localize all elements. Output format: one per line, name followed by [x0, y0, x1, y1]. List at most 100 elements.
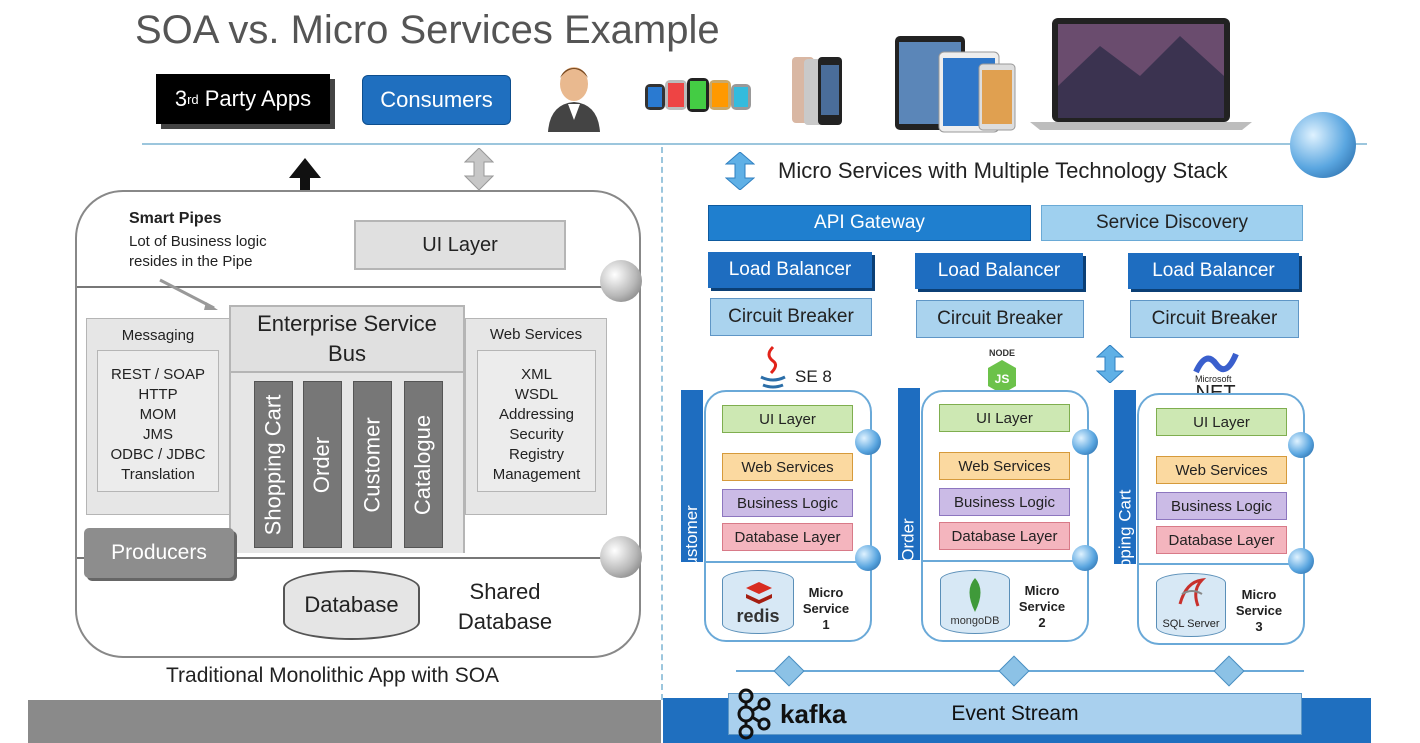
micro-label-line: Micro — [808, 585, 844, 600]
smartphones-icon — [790, 55, 846, 127]
service1-database-layer: Database Layer — [722, 523, 853, 551]
bottom-gray-band — [28, 700, 661, 743]
mongodb-leaf-icon — [964, 578, 986, 612]
soa-ui-layer: UI Layer — [354, 220, 566, 270]
third-party-label: Party Apps — [198, 86, 312, 111]
redis-logo-icon — [744, 582, 774, 610]
micro-label-line: 1 — [822, 617, 830, 632]
nodejs-logo-text: NODE — [989, 348, 1015, 358]
top-divider — [142, 143, 1367, 145]
module-label: Shopping Cart — [260, 394, 286, 535]
dotnet-logo-icon — [1190, 350, 1242, 376]
globe-icon — [1072, 429, 1098, 455]
globe-icon — [855, 545, 881, 571]
event-stream-box: Event Stream — [728, 693, 1302, 735]
messaging-title: Messaging — [121, 327, 195, 344]
web-services-title: Web Services — [489, 326, 583, 343]
module-order: Order — [303, 381, 342, 548]
service2-database-layer: Database Layer — [939, 522, 1070, 550]
connector-diamond — [998, 655, 1030, 687]
micro-label-line: Service — [802, 601, 850, 616]
event-stream-label: Event Stream — [951, 702, 1079, 725]
blue-double-arrow-icon-2 — [1095, 344, 1125, 384]
soa-lower-divider — [77, 557, 639, 559]
micro-service-label-1: Micro Service 1 — [798, 585, 854, 633]
service3-business-logic: Business Logic — [1156, 492, 1287, 520]
sqlserver-logo-icon — [1176, 577, 1207, 608]
web-services-item: Addressing — [498, 406, 575, 423]
pointer-arrow-icon — [158, 278, 222, 314]
shared-db-line1: Shared — [469, 579, 541, 604]
svg-text:JS: JS — [995, 372, 1010, 386]
service-side-2: Order — [898, 388, 920, 562]
globe-icon — [1072, 545, 1098, 571]
service3-ui-layer: UI Layer — [1156, 408, 1287, 436]
shared-db-line2: Database — [457, 609, 553, 634]
web-services-item: Registry — [508, 446, 564, 463]
api-gateway: API Gateway — [708, 205, 1031, 241]
service-side-1: Customer — [681, 390, 703, 579]
globe-icon — [1290, 112, 1356, 178]
service1-business-logic: Business Logic — [722, 489, 853, 517]
soa-upper-divider — [77, 286, 639, 288]
third-party-number: 3 — [174, 86, 188, 111]
service1-divider — [706, 561, 870, 563]
kafka-label: kafka — [780, 699, 847, 729]
messaging-item: JMS — [143, 426, 173, 443]
gray-globe-icon — [600, 260, 642, 302]
globe-icon — [1288, 432, 1314, 458]
tablets-icon — [893, 34, 1018, 134]
micro-label-line: 3 — [1255, 619, 1263, 634]
soa-caption: Traditional Monolithic App with SOA — [166, 664, 500, 687]
micro-service-label-3: Micro Service 3 — [1231, 587, 1287, 635]
messaging-item: Translation — [121, 466, 195, 483]
web-services-list: XML WSDL Addressing Security Registry Ma… — [477, 350, 596, 492]
connector-diamond — [1213, 655, 1245, 687]
connector-diamond — [773, 655, 805, 687]
service3-divider — [1139, 563, 1303, 565]
service1-web-services: Web Services — [722, 453, 853, 481]
service3-database-layer: Database Layer — [1156, 526, 1287, 554]
circuit-breaker-3: Circuit Breaker — [1130, 300, 1299, 338]
module-catalogue: Catalogue — [404, 381, 443, 548]
service3-web-services: Web Services — [1156, 456, 1287, 484]
web-services-item: WSDL — [514, 386, 559, 403]
micro-label-line: 2 — [1038, 615, 1046, 630]
service-side-label: Customer — [682, 505, 701, 579]
java-logo-icon — [755, 345, 791, 395]
service2-ui-layer: UI Layer — [939, 404, 1070, 432]
service2-business-logic: Business Logic — [939, 488, 1070, 516]
blue-double-arrow-icon — [724, 151, 756, 191]
person-icon — [544, 60, 604, 132]
smart-pipes-title: Smart Pipes — [129, 210, 222, 227]
module-shopping-cart: Shopping Cart — [254, 381, 293, 548]
module-label: Order — [309, 436, 335, 493]
messaging-item: REST / SOAP — [111, 366, 205, 383]
nodejs-logo-icon: NODE JS — [985, 348, 1019, 396]
service1-ui-layer: UI Layer — [722, 405, 853, 433]
smart-pipes-line1: Lot of Business logic — [129, 233, 267, 250]
service2-web-services: Web Services — [939, 452, 1070, 480]
laptop-icon — [1030, 16, 1252, 132]
tech-sub-label-3: Microsoft — [1195, 374, 1232, 384]
messaging-item: HTTP — [138, 386, 178, 403]
smartwatches-icon — [643, 72, 753, 124]
consumers-box: Consumers — [362, 75, 511, 125]
load-balancer-1: Load Balancer — [708, 252, 872, 288]
vertical-divider — [661, 147, 663, 700]
page-title: SOA vs. Micro Services Example — [135, 8, 720, 52]
service-side-label: Order — [899, 518, 918, 562]
gray-globe-icon-lower — [600, 536, 642, 578]
web-services-item: Management — [492, 466, 581, 483]
circuit-breaker-1: Circuit Breaker — [710, 298, 872, 336]
web-services-item: XML — [521, 366, 552, 383]
kafka-logo-icon — [736, 688, 772, 740]
globe-icon — [855, 429, 881, 455]
module-customer: Customer — [353, 381, 392, 548]
micro-label-line: Micro — [1024, 583, 1060, 598]
messaging-item: MOM — [139, 406, 177, 423]
esb-line2: Bus — [328, 341, 366, 366]
service2-divider — [923, 560, 1087, 562]
shared-database-cylinder: Database — [283, 570, 420, 640]
